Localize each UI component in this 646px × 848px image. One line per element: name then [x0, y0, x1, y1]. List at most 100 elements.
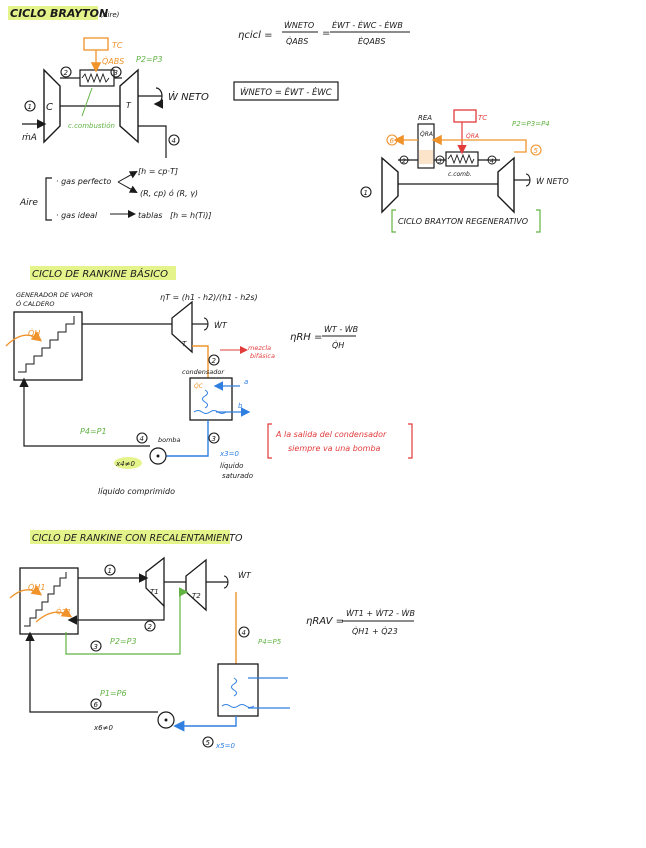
svg-text:a: a — [244, 378, 248, 386]
svg-text:ẆT1 + ẆT2 - ẆB: ẆT1 + ẆT2 - ẆB — [346, 608, 415, 618]
node-1 — [24, 100, 36, 112]
turbine-label: T — [126, 101, 132, 110]
regen-comb-label: c.comb. — [448, 171, 472, 178]
regen-section: REA Q̇RA c.comb. TC Q̇RA P2=P3=P4 1 2 3 … — [360, 109, 569, 233]
recal-title: CICLO DE RANKINE CON RECALENTAMIENTO — [32, 533, 243, 544]
brayton-title-note: (Aire) — [100, 11, 120, 19]
brayton-eff-lhs: ηcicl = — [238, 30, 272, 41]
gen-label-2: Ó CALDERO — [16, 299, 55, 308]
svg-text:1: 1 — [108, 567, 112, 575]
eta-t: ηT = (h1 - h2)/(h1 - h2s) — [160, 293, 258, 302]
pump — [149, 447, 167, 465]
svg-text:5: 5 — [206, 739, 211, 747]
svg-text:ẆT: ẆT — [214, 320, 228, 330]
recal-section: CICLO DE RANKINE CON RECALENTAMIENTO Q̇H… — [9, 530, 415, 750]
recal-boiler — [19, 567, 79, 635]
regen-exhaust-in — [431, 134, 527, 153]
svg-text:Q̇C: Q̇C — [194, 383, 204, 390]
regen-combustion — [445, 151, 479, 167]
svg-text:P1=P6: P1=P6 — [100, 689, 127, 698]
svg-text:=: = — [322, 28, 330, 39]
turbine-shape — [119, 68, 139, 144]
regen-tc-box — [453, 109, 477, 123]
tc-label: TC — [112, 41, 123, 50]
regen-p-eq: P2=P3=P4 — [512, 120, 550, 128]
svg-text:x4≠0: x4≠0 — [115, 460, 135, 468]
svg-text:1: 1 — [364, 189, 368, 197]
svg-text:Q̇H: Q̇H — [332, 340, 344, 350]
svg-text:4: 4 — [242, 629, 246, 637]
wneto-label: Ẇ NETO — [168, 90, 209, 103]
note-line-2: siempre va una bomba — [288, 444, 381, 453]
air-row2: · gas ideal — [56, 211, 98, 220]
rankine-turbine — [171, 300, 193, 354]
brayton-eff-num2: ĖWT - ĖWC - ĖWB — [332, 20, 403, 30]
regen-tc-label: TC — [478, 114, 487, 122]
brayton-eff-den1: Q̇ABS — [286, 36, 308, 46]
boiler — [13, 311, 83, 381]
brayton-title: CICLO BRAYTON — [10, 7, 108, 20]
qabs-label: Q̇ABS — [102, 56, 124, 66]
svg-text:2: 2 — [212, 357, 217, 365]
recal-pump — [157, 711, 175, 729]
air-lhs: Aire — [19, 198, 38, 208]
liq-comp: líquido comprimido — [98, 487, 175, 496]
svg-text:bifásica: bifásica — [250, 352, 275, 360]
svg-text:6: 6 — [390, 137, 395, 145]
rankine-section: CICLO DE RANKINE BÁSICO GENERADOR DE VAP… — [5, 266, 413, 496]
svg-text:2: 2 — [148, 623, 153, 631]
rankine-title: CICLO DE RANKINE BÁSICO — [32, 267, 168, 280]
svg-text:x6≠0: x6≠0 — [93, 724, 113, 732]
svg-text:3: 3 — [212, 435, 216, 443]
air-row1b: (R, cp) ó (R, γ) — [140, 188, 198, 198]
svg-text:3: 3 — [438, 158, 442, 165]
svg-text:2: 2 — [402, 158, 406, 165]
node-2 — [60, 66, 72, 78]
svg-text:T: T — [182, 340, 187, 348]
air-row1a: [h = cp·T] — [138, 167, 178, 176]
svg-text:ηRH =: ηRH = — [290, 332, 322, 343]
svg-text:4: 4 — [172, 137, 176, 145]
wneto-equation: ẆNETO = ĖWT - ĖWC — [240, 87, 332, 98]
svg-text:b: b — [238, 402, 243, 410]
svg-text:5: 5 — [534, 147, 539, 155]
svg-text:Q̇23: Q̇23 — [56, 608, 70, 616]
regen-wneto: Ẇ NETO — [536, 176, 569, 186]
air-bracket — [45, 177, 52, 221]
svg-text:P2=P3: P2=P3 — [110, 637, 137, 646]
air-row2b: [h = h(Ti)] — [170, 211, 212, 220]
air-row2a: tablas — [138, 211, 162, 220]
svg-text:P4=P1: P4=P1 — [80, 427, 107, 436]
node-3 — [110, 66, 122, 78]
brayton-section: CICLO BRAYTON (Aire) C T TC Q̇ABS P2=P3 … — [8, 6, 410, 221]
title-highlight — [8, 6, 98, 20]
regen-title: CICLO BRAYTON REGENERATIVO — [398, 217, 528, 226]
svg-text:P4=P5: P4=P5 — [258, 638, 282, 646]
note-line-1: A la salida del condensador — [275, 430, 387, 439]
gen-label-1: GENERADOR DE VAPOR — [16, 291, 93, 299]
node-4 — [168, 134, 180, 146]
brayton-eff-den2: ĖQABS — [358, 36, 385, 46]
svg-text:condensador: condensador — [182, 368, 225, 376]
svg-text:1: 1 — [28, 103, 32, 111]
svg-text:ẆT - ẆB: ẆT - ẆB — [324, 324, 358, 334]
condenser — [189, 377, 233, 421]
regen-compressor — [381, 156, 399, 214]
regen-q-label: Q̇RA — [420, 131, 433, 138]
svg-text:líquido: líquido — [220, 462, 243, 470]
rankine-qin: Q̇H — [28, 328, 40, 338]
svg-text:ηRAV =: ηRAV = — [306, 616, 344, 627]
compressor-shape — [43, 68, 61, 144]
svg-text:T2: T2 — [192, 592, 201, 600]
turbine-t2 — [185, 558, 207, 612]
rea-label: REA — [418, 114, 432, 122]
svg-text:4: 4 — [490, 158, 494, 165]
svg-text:Q̇H1: Q̇H1 — [28, 582, 45, 592]
svg-text:x3=0: x3=0 — [219, 450, 239, 458]
heater-coil — [81, 72, 110, 84]
compressor-label: C — [46, 102, 53, 113]
svg-text:saturado: saturado — [222, 472, 253, 480]
svg-text:ẆT: ẆT — [238, 570, 252, 580]
svg-text:6: 6 — [94, 701, 99, 709]
